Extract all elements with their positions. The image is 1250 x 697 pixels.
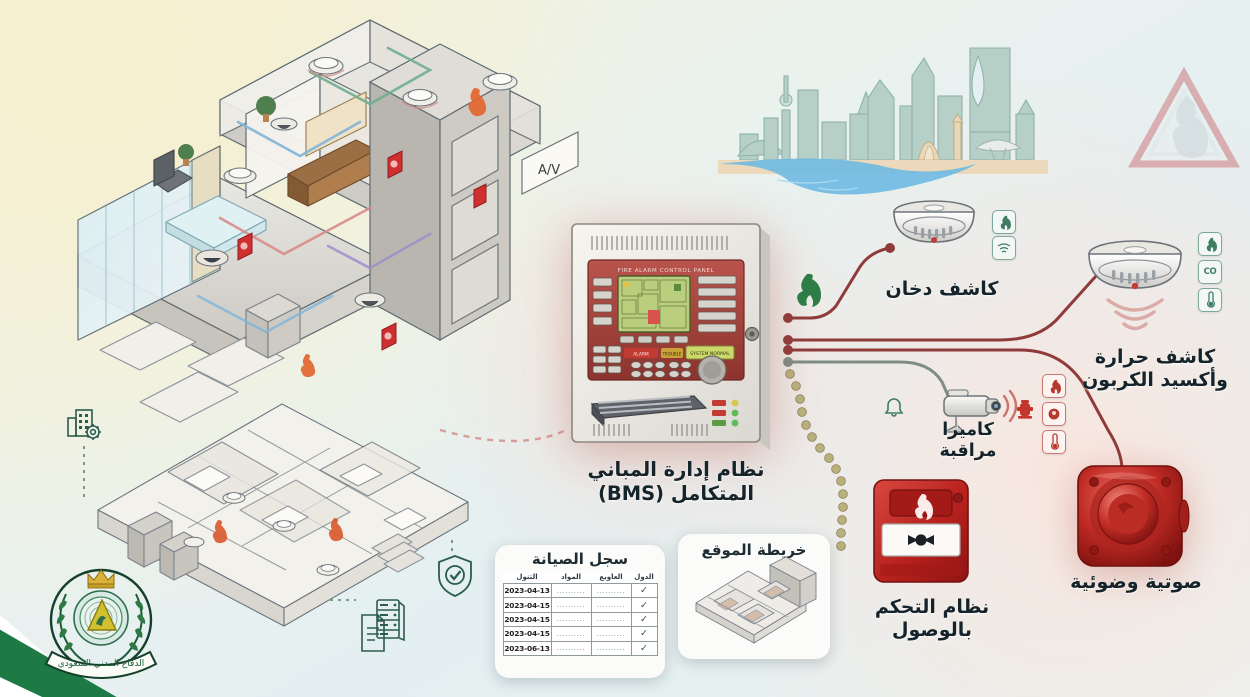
camera-label: كاميرا مراقبة: [928, 420, 1008, 463]
bms-label-line2: المتكامل (BMS): [597, 481, 755, 505]
maintenance-log-card[interactable]: سجل الصيانة التنول المواد العاوبع الدول …: [495, 545, 665, 678]
server-rack-icon: [372, 596, 408, 642]
co-icon-chip: CO: [1198, 260, 1222, 284]
cell-materials: ..........: [550, 597, 592, 613]
camera-label-line1: كاميرا: [942, 420, 994, 440]
cell-materials: ..........: [550, 626, 592, 642]
cell-notes: ..........: [590, 626, 632, 642]
building-settings-icon: [64, 404, 104, 500]
bms-control-panel[interactable]: FIRE ALARM CONTROL PANEL: [562, 218, 782, 460]
isometric-building-cutaway: A/V: [70, 10, 590, 470]
maintenance-log-table: التنول المواد العاوبع الدول 2023-04-13 .…: [502, 571, 658, 656]
smoke-detector-label: كاشف دخان: [885, 278, 999, 300]
manual-call-point-device[interactable]: [866, 474, 976, 590]
cell-notes: ..........: [590, 597, 632, 613]
co-chip-text: CO: [1203, 267, 1217, 277]
cell-date: 2023-04-15: [502, 597, 552, 613]
cell-check: ✓: [630, 582, 658, 599]
sounder-label: صوتية وضوئية: [1070, 571, 1202, 593]
flame-icon-chip-alarm: [1042, 374, 1066, 398]
smoke-wave-icon-chip: [992, 236, 1016, 260]
cell-check: ✓: [630, 597, 658, 613]
cell-materials: ..........: [550, 611, 592, 628]
thermometer-icon-chip: [1198, 288, 1222, 312]
cell-check: ✓: [630, 640, 658, 656]
cell-date: 2023-04-15: [502, 611, 552, 628]
col-header-date: التنول: [516, 573, 538, 581]
panel-brand: FIRE ALARM CONTROL PANEL: [618, 268, 715, 274]
heat-co-label-line1: كاشف حرارة: [1094, 346, 1216, 368]
fire-triangle-watermark: [1128, 66, 1240, 178]
panel-status-alarm: ALARM: [633, 351, 649, 357]
heat-co-detector-label: كاشف حرارة وأكسيد الكربون: [1062, 346, 1248, 392]
site-map-card[interactable]: خريطة الموقع: [678, 534, 830, 659]
table-row: 2023-04-15 .......... .......... ✓: [502, 597, 658, 613]
cell-materials: ..........: [550, 640, 592, 656]
alarm-bell-icon: [884, 396, 904, 418]
cell-notes: ..........: [590, 611, 632, 628]
cell-check: ✓: [630, 626, 658, 642]
heat-co-detector-device[interactable]: [1072, 236, 1198, 348]
col-header-materials: المواد: [560, 573, 582, 581]
cell-notes: ..........: [590, 582, 632, 599]
table-row: 2023-04-15 .......... .......... ✓: [502, 626, 658, 642]
cell-date: 2023-06-13: [502, 640, 552, 656]
cell-date: 2023-04-15: [502, 626, 552, 642]
camera-label-line2: مراقبة: [939, 441, 997, 462]
table-row: 2023-04-15 .......... .......... ✓: [502, 611, 658, 628]
saudi-civil-defense-emblem: الدفاع المدني السعودي: [36, 560, 166, 688]
col-header-notes: العاوبع: [599, 573, 623, 581]
flame-icon-chip-heat: [1198, 232, 1222, 256]
smoke-detector-device[interactable]: [878, 196, 990, 272]
maintenance-log-body: 2023-04-13 .......... .......... ✓ 2023-…: [502, 582, 658, 656]
siren-icon-chip: [1042, 402, 1066, 426]
table-row: 2023-04-13 .......... .......... ✓: [502, 582, 658, 599]
isometric-floor-plan: [72, 398, 492, 668]
thermometer-icon-chip-alarm: [1042, 430, 1066, 454]
cell-check: ✓: [630, 611, 658, 628]
cell-materials: ..........: [550, 582, 592, 599]
flame-icon-chip: [992, 210, 1016, 234]
heat-co-label-line2: وأكسيد الكربون: [1082, 369, 1228, 392]
access-control-label: نظام التحكم بالوصول: [848, 596, 1016, 642]
site-map-thumbnail: [678, 556, 830, 655]
panel-status-normal: SYSTEM NORMAL: [690, 351, 730, 357]
flame-icon: [790, 272, 821, 307]
shield-check-icon: [434, 552, 476, 600]
bms-label-line1: نظام إدارة المباني: [587, 458, 765, 481]
sounder-strobe-device[interactable]: [1068, 458, 1194, 574]
maintenance-log-title: سجل الصيانة: [531, 550, 629, 568]
panel-status-trouble: TROUBLE: [662, 351, 682, 356]
fire-hydrant-icon: [1014, 398, 1036, 420]
svg-text:A/V: A/V: [538, 163, 560, 178]
cell-date: 2023-04-13: [502, 582, 552, 599]
table-row: 2023-06-13 .......... .......... ✓: [502, 640, 658, 656]
col-header-status: الدول: [634, 573, 654, 581]
access-label-line1: نظام التحكم: [874, 596, 990, 618]
bms-label: نظام إدارة المباني المتكامل (BMS): [560, 458, 792, 506]
emblem-caption: الدفاع المدني السعودي: [58, 659, 145, 669]
access-label-line2: بالوصول: [891, 619, 973, 642]
maintenance-log-header-row: التنول المواد العاوبع الدول: [503, 571, 657, 584]
site-map-title: خريطة الموقع: [701, 541, 807, 559]
riyadh-skyline: [718, 18, 1048, 198]
surveillance-camera-device[interactable]: [930, 384, 1020, 436]
cell-notes: ..........: [590, 640, 632, 656]
